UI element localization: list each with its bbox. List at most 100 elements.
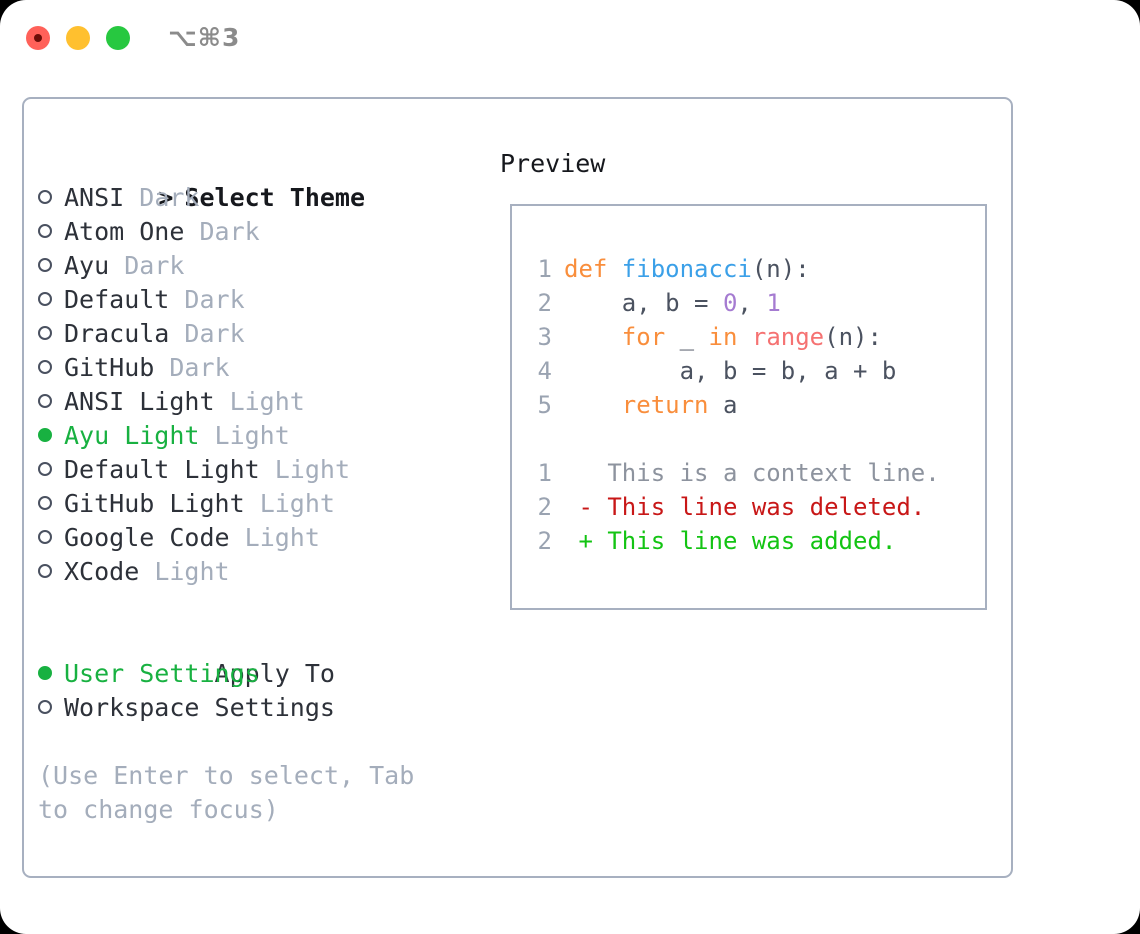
radio-marker (38, 453, 64, 487)
preview-diff-line: 2 + This line was added. (528, 524, 973, 558)
radio-marker (38, 351, 64, 385)
line-number: 2 (537, 493, 552, 521)
focus-caret-icon: > (158, 183, 189, 212)
close-icon (34, 34, 42, 42)
line-number: 5 (537, 391, 552, 419)
radio-unselected-icon (38, 360, 52, 374)
radio-marker (38, 215, 64, 249)
theme-name-label: GitHub (64, 353, 155, 382)
theme-name-label: Atom One (64, 217, 185, 246)
theme-variant-label: Dark (184, 285, 245, 314)
radio-unselected-icon (38, 700, 52, 714)
line-number: 3 (537, 323, 552, 351)
radio-unselected-icon (38, 190, 52, 204)
theme-list-heading-label: Select Theme (184, 183, 366, 212)
label-gap (169, 319, 184, 348)
code-token-plain: (n): (824, 323, 882, 351)
theme-variant-label: Dark (124, 251, 185, 280)
theme-list-item[interactable]: XCode Light (38, 555, 488, 589)
preview-code-line: 3 for _ in range(n): (528, 320, 973, 354)
code-token-plain: _ (665, 323, 709, 351)
minimize-window-button[interactable] (66, 26, 90, 50)
line-number: 1 (537, 255, 552, 283)
radio-marker (38, 249, 64, 283)
code-token-ctx: This is a context line. (564, 459, 940, 487)
apply-to-heading-label: Apply To (214, 659, 335, 688)
theme-variant-label: Light (244, 523, 320, 552)
apply-to-item[interactable]: Workspace Settings (38, 691, 488, 725)
theme-list-heading: > Select Theme (38, 147, 488, 212)
preview-code-line: 2 a, b = 0, 1 (528, 286, 973, 320)
radio-unselected-icon (38, 530, 52, 544)
theme-name-label: XCode (64, 557, 140, 586)
theme-list-item[interactable]: Atom One Dark (38, 215, 488, 249)
code-token-plain (564, 391, 622, 419)
label-gap (154, 353, 169, 382)
radio-marker (38, 385, 64, 419)
theme-list-item[interactable]: Ayu Dark (38, 249, 488, 283)
line-number: 1 (537, 459, 552, 487)
radio-unselected-icon (38, 326, 52, 340)
maximize-window-button[interactable] (106, 26, 130, 50)
theme-variant-label: Light (154, 557, 230, 586)
radio-unselected-icon (38, 394, 52, 408)
theme-variant-label: Light (229, 387, 305, 416)
theme-variant-label: Dark (139, 183, 200, 212)
radio-selected-icon (38, 428, 52, 442)
theme-list-item[interactable]: GitHub Light Light (38, 487, 488, 521)
label-gap (215, 387, 230, 416)
code-token-kw: in (708, 323, 738, 351)
preview-code-line: 5 return a (528, 388, 973, 422)
code-token-plain (737, 323, 751, 351)
code-token-add: + This line was added. (564, 527, 897, 555)
theme-variant-label: Dark (169, 353, 230, 382)
keyboard-hint-text: (Use Enter to select, Tab to change focu… (38, 761, 415, 824)
theme-name-label: Default (64, 285, 170, 314)
theme-list-item[interactable]: GitHub Dark (38, 351, 488, 385)
preview-diff-line: 1 This is a context line. (528, 456, 973, 490)
radio-marker (38, 657, 64, 691)
code-token-plain: (n): (751, 255, 810, 283)
radio-marker (38, 419, 64, 453)
theme-name-label: Google Code (64, 523, 230, 552)
radio-unselected-icon (38, 462, 52, 476)
label-gap (124, 183, 139, 212)
label-gap (109, 251, 124, 280)
theme-list-item[interactable]: ANSI Light Light (38, 385, 488, 419)
theme-name-label: Ayu Light (64, 421, 200, 450)
theme-name-label: Ayu (64, 251, 110, 280)
preview-code-line: 4 a, b = b, a + b (528, 354, 973, 388)
apply-to-item[interactable]: User Settings (38, 657, 488, 691)
preview-heading: Preview (500, 149, 606, 178)
radio-marker (38, 691, 64, 725)
theme-list-item[interactable]: Dracula Dark (38, 317, 488, 351)
code-token-plain: , (737, 289, 767, 317)
apply-to-item-label: User Settings (64, 659, 260, 688)
code-token-kw: for (621, 323, 666, 351)
radio-selected-icon (38, 666, 52, 680)
theme-variant-label: Dark (184, 319, 245, 348)
code-token-plain: a, b = (564, 289, 723, 317)
apply-to-item-label: Workspace Settings (64, 693, 335, 722)
theme-list-item[interactable]: Google Code Light (38, 521, 488, 555)
theme-variant-label: Light (274, 455, 350, 484)
theme-list-item[interactable]: ANSI Dark (38, 181, 488, 215)
line-number: 4 (537, 357, 552, 385)
preview-gap (528, 422, 973, 456)
theme-name-label: ANSI Light (64, 387, 215, 416)
radio-unselected-icon (38, 292, 52, 306)
theme-variant-label: Light (214, 421, 290, 450)
theme-list-item[interactable]: Default Dark (38, 283, 488, 317)
radio-marker (38, 283, 64, 317)
code-token-fn: fibonacci (621, 255, 752, 283)
label-gap (169, 285, 184, 314)
theme-list-item[interactable]: Default Light Light (38, 453, 488, 487)
theme-list-item[interactable]: Ayu Light Light (38, 419, 488, 453)
radio-marker (38, 181, 64, 215)
